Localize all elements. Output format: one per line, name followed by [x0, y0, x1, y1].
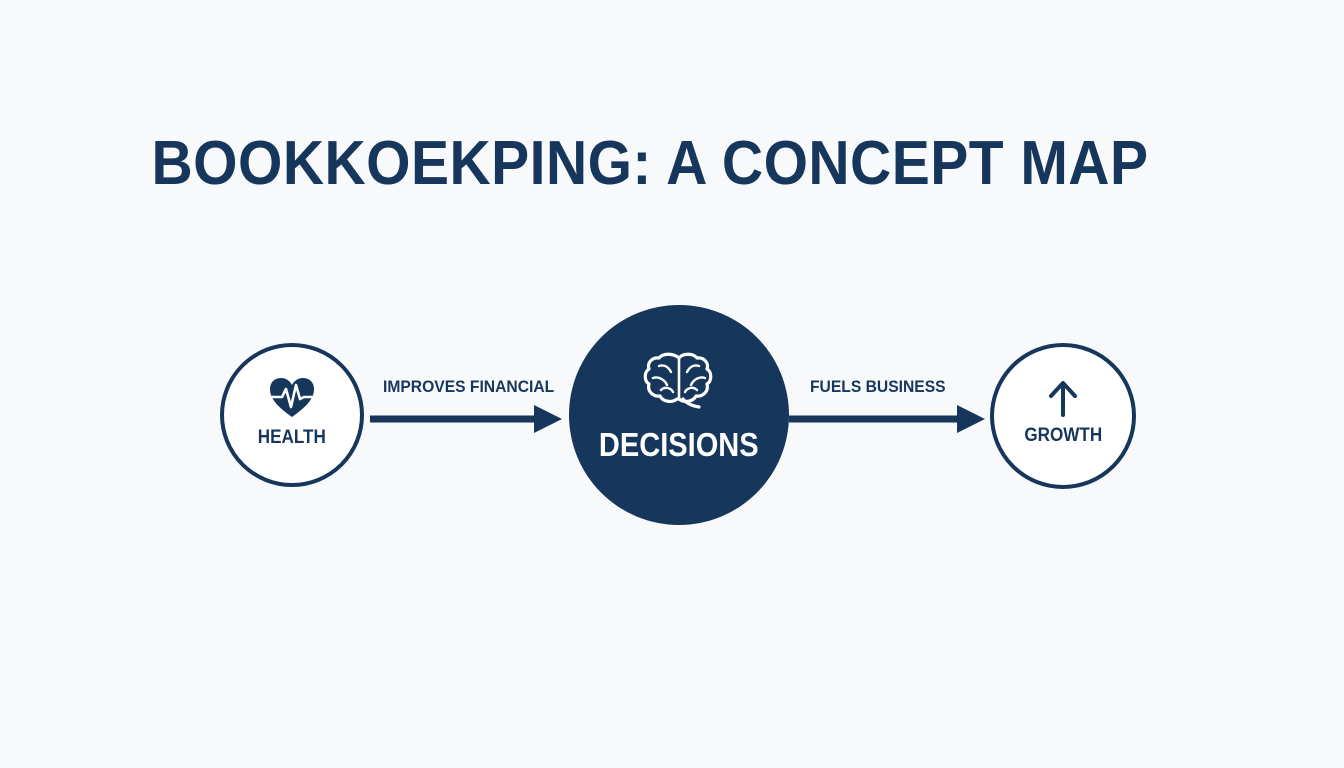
node-growth: GROWTH	[990, 343, 1136, 489]
page-title: BOOKKOEKPING: A CONCEPT MAP	[151, 129, 1149, 198]
node-decisions: DECISIONS	[569, 305, 789, 525]
heart-pulse-icon	[268, 377, 316, 419]
node-growth-label: GROWTH	[1024, 425, 1102, 446]
connector-arrow-health-to-decisions	[368, 402, 564, 436]
node-health-label: HEALTH	[257, 427, 327, 448]
edge-label-improves-financial: IMPROVES FINANCIAL	[383, 377, 555, 396]
brain-icon	[643, 352, 715, 410]
arrow-up-icon	[1046, 379, 1080, 417]
connector-arrow-decisions-to-growth	[789, 402, 987, 436]
node-health: HEALTH	[220, 343, 364, 487]
node-decisions-label: DECISIONS	[599, 426, 759, 463]
edge-label-fuels-business: FUELS BUSINESS	[810, 377, 946, 396]
